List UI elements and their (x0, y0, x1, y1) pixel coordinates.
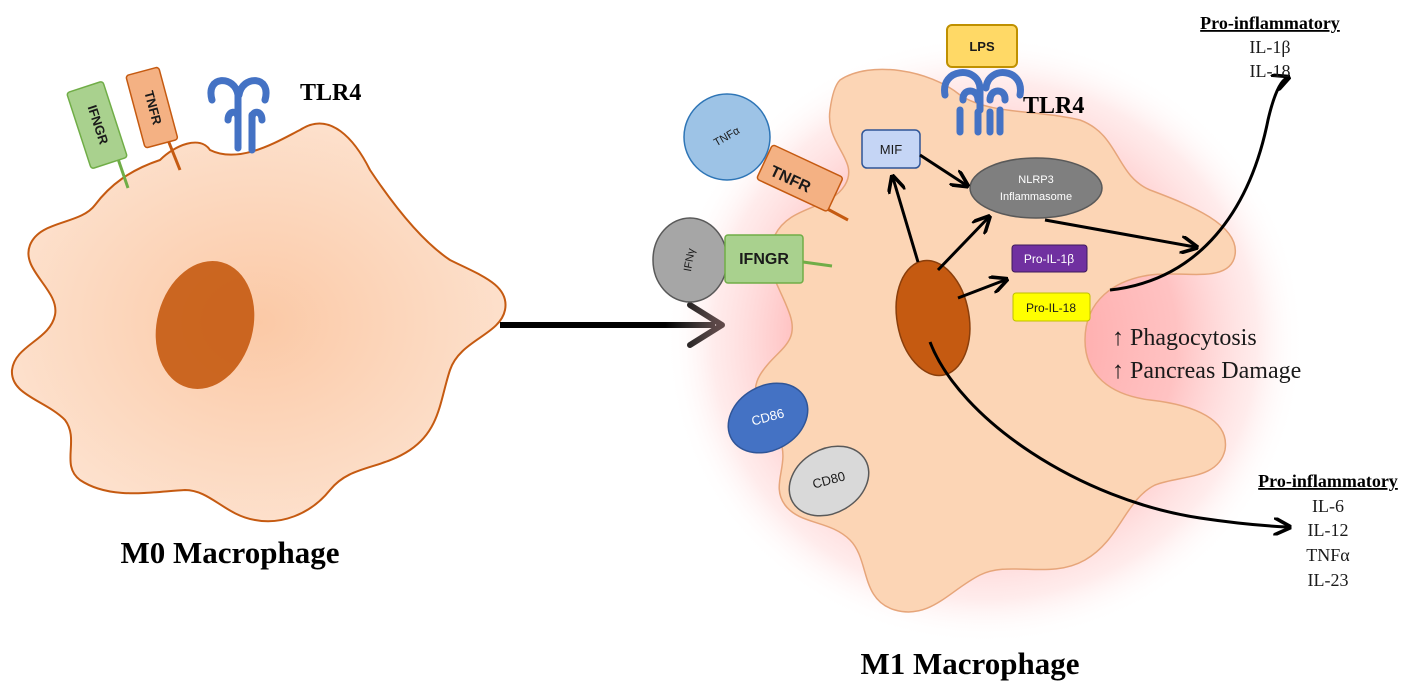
m1-pro-il18-label: Pro-IL-18 (1026, 301, 1076, 315)
output-bottom-item: IL-23 (1308, 570, 1349, 590)
arrow-nucleus-to-il6-output (928, 341, 1288, 527)
m1-effect-pancreas-damage: ↑ Pancreas Damage (1112, 358, 1301, 384)
m0-cell (10, 122, 507, 523)
output-top-header: Pro-inflammatory (1200, 13, 1340, 33)
m1-nlrp3-line1: NLRP3 (1018, 174, 1053, 186)
m1-mif: MIF (861, 129, 921, 169)
m1-mif-label: MIF (880, 142, 902, 157)
arrow-nucleus-to-nlrp3 (936, 218, 988, 272)
m1-ifng-label: IFNγ (682, 247, 698, 272)
m0-ifngr-receptor: IFNGR (66, 81, 130, 189)
m1-cd80-marker: CD80 (788, 445, 870, 517)
m1-ifng-ligand: IFNγ (652, 217, 728, 303)
m1-nlrp3-inflammasome: NLRP3 Inflammasome (969, 157, 1103, 219)
m0-cell-body (10, 122, 507, 523)
m1-cd86-marker: CD86 (727, 382, 809, 454)
output-bottom-item: IL-6 (1312, 496, 1344, 516)
arrow-to-il1b-output (1109, 78, 1287, 292)
arrow-nucleus-to-mif (893, 178, 920, 263)
m0-title: M0 Macrophage (121, 535, 340, 570)
m1-signaling-arrows (893, 78, 1288, 527)
m1-tlr4-receptor (941, 69, 1024, 136)
m1-ifngr-receptor: IFNGR (724, 234, 833, 284)
m1-cell-body (754, 68, 1236, 613)
m1-nlrp3-line2: Inflammasome (1000, 191, 1072, 203)
m1-effect-phagocytosis: ↑ Phagocytosis (1112, 325, 1257, 351)
output-bottom-item: TNFα (1306, 545, 1350, 565)
arrow-nlrp3-to-processing (1044, 218, 1195, 247)
m1-tlr4-label: TLR4 (1023, 93, 1084, 119)
m1-ifngr-label: IFNGR (739, 251, 789, 268)
m0-nucleus (155, 260, 255, 390)
output-top-item: IL-1β (1249, 37, 1290, 57)
output-bottom-item: IL-12 (1308, 520, 1349, 540)
output-bottom: Pro-inflammatory IL-6 IL-12 TNFα IL-23 (1258, 471, 1398, 590)
m1-pro-il18: Pro-IL-18 (1012, 292, 1091, 322)
arrow-mif-to-nlrp3 (919, 153, 966, 185)
m1-nucleus (895, 259, 971, 377)
m1-lps-ligand: LPS (946, 24, 1018, 68)
output-bottom-header: Pro-inflammatory (1258, 471, 1398, 491)
m1-pro-il1b-label: Pro-IL-1β (1024, 252, 1074, 266)
m0-tnfr-receptor: TNFR (125, 66, 182, 171)
m1-pro-il1b: Pro-IL-1β (1011, 244, 1088, 273)
m1-title: M1 Macrophage (861, 646, 1080, 681)
arrow-nucleus-to-pro-il (957, 280, 1005, 300)
output-top: Pro-inflammatory IL-1β IL-18 (1200, 13, 1340, 81)
m0-tlr4-label: TLR4 (300, 80, 361, 106)
m0-tlr4-receptor (207, 77, 270, 154)
m1-tnfa-ligand: TNFα (683, 93, 771, 181)
output-top-item: IL-18 (1250, 61, 1291, 81)
m1-lps-label: LPS (969, 39, 995, 54)
